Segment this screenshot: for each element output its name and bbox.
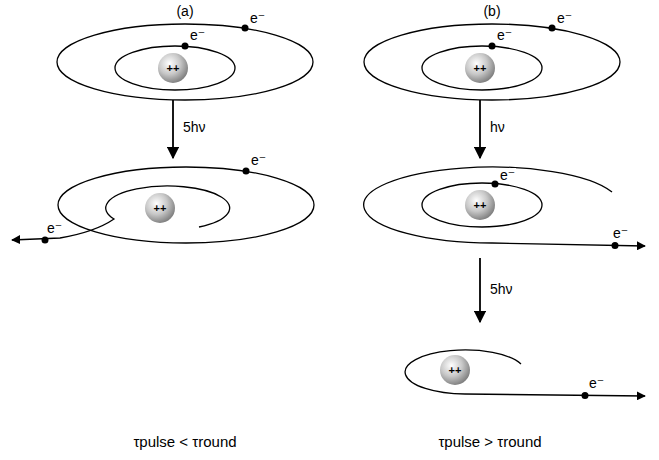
pulse-condition: τpulse > τround bbox=[438, 434, 541, 449]
charge-text: ++ bbox=[474, 200, 487, 211]
electron-label: e⁻ bbox=[250, 153, 267, 167]
electron-label: e⁻ bbox=[612, 226, 629, 240]
nucleus-sphere: ++ bbox=[440, 355, 470, 385]
electron-label: e⁻ bbox=[588, 376, 605, 390]
charge-text: ++ bbox=[154, 203, 167, 214]
nucleus-sphere: ++ bbox=[465, 190, 495, 220]
electron-label: e⁻ bbox=[189, 28, 206, 42]
nucleus-sphere: ++ bbox=[145, 193, 175, 223]
pulse-condition: τpulse < τround bbox=[133, 434, 236, 449]
nucleus-sphere: ++ bbox=[158, 53, 188, 83]
electron-label: e⁻ bbox=[249, 11, 266, 25]
charge-text: ++ bbox=[167, 63, 180, 74]
photon-label: 5hν bbox=[490, 282, 513, 296]
electron-label: e⁻ bbox=[46, 221, 63, 235]
electron-label: e⁻ bbox=[499, 168, 516, 182]
panel-letter: (a) bbox=[176, 4, 193, 18]
electron-label: e⁻ bbox=[556, 11, 573, 25]
photon-label: hν bbox=[490, 120, 505, 134]
panel-letter: (b) bbox=[483, 4, 500, 18]
charge-text: ++ bbox=[474, 63, 487, 74]
nucleus-sphere: ++ bbox=[465, 53, 495, 83]
charge-text: ++ bbox=[449, 365, 462, 376]
electron-label: e⁻ bbox=[496, 28, 513, 42]
photon-label: 5hν bbox=[183, 120, 206, 134]
